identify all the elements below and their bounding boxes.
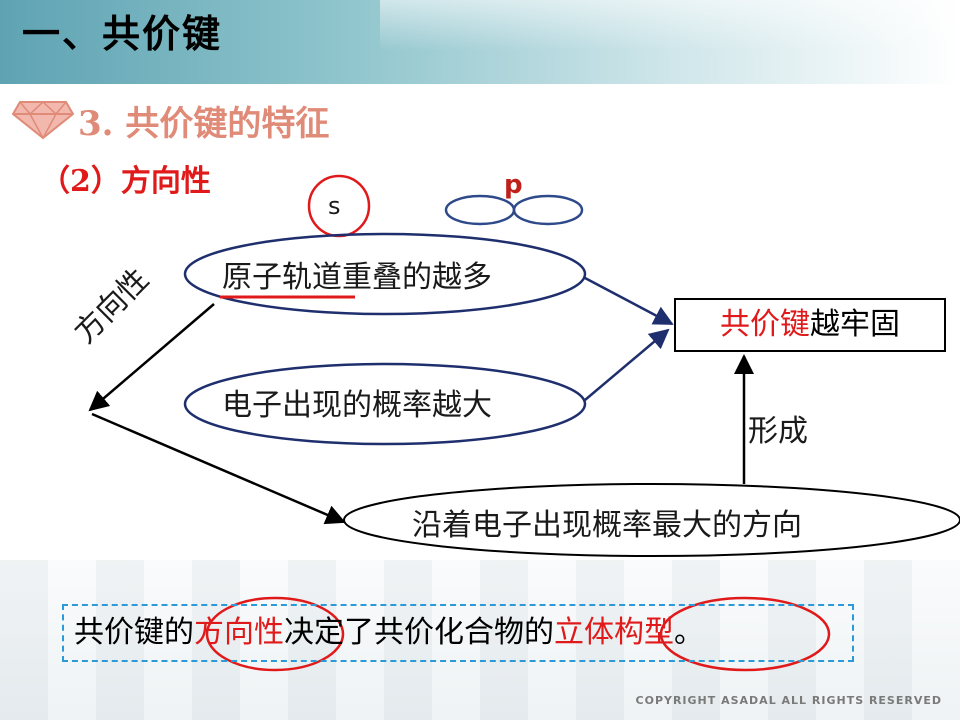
background-floor [0, 560, 960, 720]
arrow-to-direction-max [91, 412, 346, 525]
summary-part5: 。 [674, 615, 704, 650]
result-box: 共价键越牢固 [674, 298, 946, 352]
section-heading: 3. 共价键的特征 [78, 104, 330, 144]
summary-part4: 立体构型 [554, 615, 674, 650]
p-orbital-label: p [504, 170, 523, 200]
copyright-footer: COPYRIGHT ASADAL ALL RIGHTS RESERVED [635, 694, 942, 707]
highlight-stereo-config [659, 596, 831, 672]
p-orbital-right-lobe [512, 194, 584, 226]
probability-larger-text: 电子出现的概率越大 [222, 388, 492, 423]
summary-part2: 方向性 [194, 615, 284, 650]
oval-overlap-more [183, 232, 587, 316]
page-title: 一、共价键 [22, 12, 223, 56]
section-subheading: （2）方向性 [40, 164, 211, 199]
s-orbital-label: s [328, 192, 341, 220]
oval-probability-larger [183, 362, 587, 446]
arrow-probability-to-result [584, 328, 670, 401]
result-rest-text: 越牢固 [810, 307, 900, 342]
summary-statement: 共价键的方向性决定了共价化合物的立体构型。 [62, 604, 854, 662]
highlight-directionality [205, 596, 345, 672]
overlap-more-text: 原子轨道重叠的越多 [222, 260, 492, 295]
direction-max-text: 沿着电子出现概率最大的方向 [412, 508, 802, 543]
summary-part1: 共价键的 [74, 615, 194, 650]
diamond-icon [12, 100, 74, 140]
forms-label: 形成 [748, 414, 808, 449]
result-red-text: 共价键 [720, 307, 810, 342]
banner-shine [380, 0, 960, 84]
arrow-to-directionality [88, 303, 215, 412]
p-orbital-left-lobe [444, 194, 516, 226]
arrow-overlap-to-result [584, 276, 674, 326]
summary-part3: 决定了共价化合物的 [284, 615, 554, 650]
